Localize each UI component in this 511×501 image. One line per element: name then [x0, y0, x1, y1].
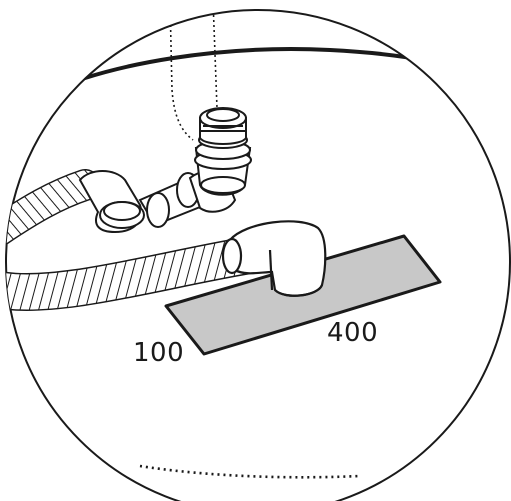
drain-plug	[194, 107, 252, 196]
guide-line-right	[212, 10, 218, 109]
waste-outlet-elbow	[221, 220, 327, 297]
dimension-label-short: 100	[133, 338, 185, 368]
dimension-label-long: 400	[327, 318, 379, 348]
guide-line-bottom	[139, 464, 361, 479]
guide-line-left	[169, 10, 194, 141]
